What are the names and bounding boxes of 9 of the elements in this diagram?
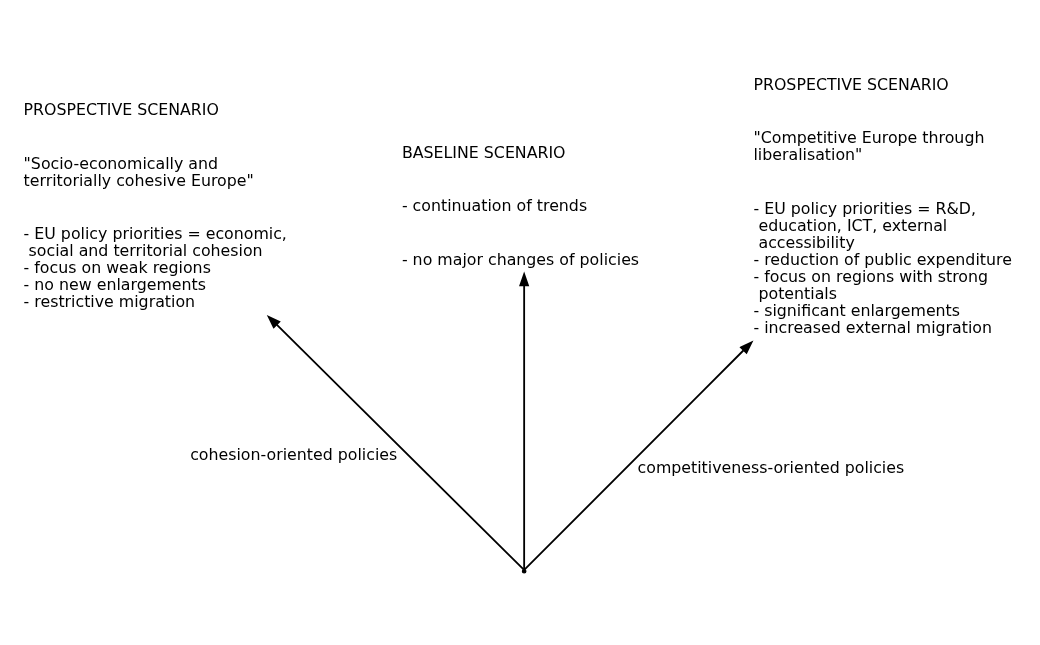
- arrow: [518, 271, 529, 571]
- arrow: [523, 340, 753, 571]
- edge-label: competitiveness-oriented policies: [637, 457, 904, 477]
- node-point: [521, 568, 526, 574]
- edge-label: cohesion-oriented policies: [189, 444, 397, 464]
- node-text: PROSPECTIVE SCENARIO "Socio-economically and territorially cohesive Europe" - EU policy priorities = economic, social and territorial cohesion - focus on weak regions - no new enlargements - restrictive migration: [23, 100, 287, 312]
- node-text: PROSPECTIVE SCENARIO "Competitive Europe through liberalisation" - EU policy priorities = R&D, education, ICT, external accessibility - reduction of public expenditure - focus on regions with strong potentials - significant enlargements - increased external migration: [752, 74, 1012, 337]
- arrow: [266, 314, 524, 571]
- node-text: BASELINE SCENARIO - continuation of trends - no major changes of policies: [401, 142, 639, 269]
